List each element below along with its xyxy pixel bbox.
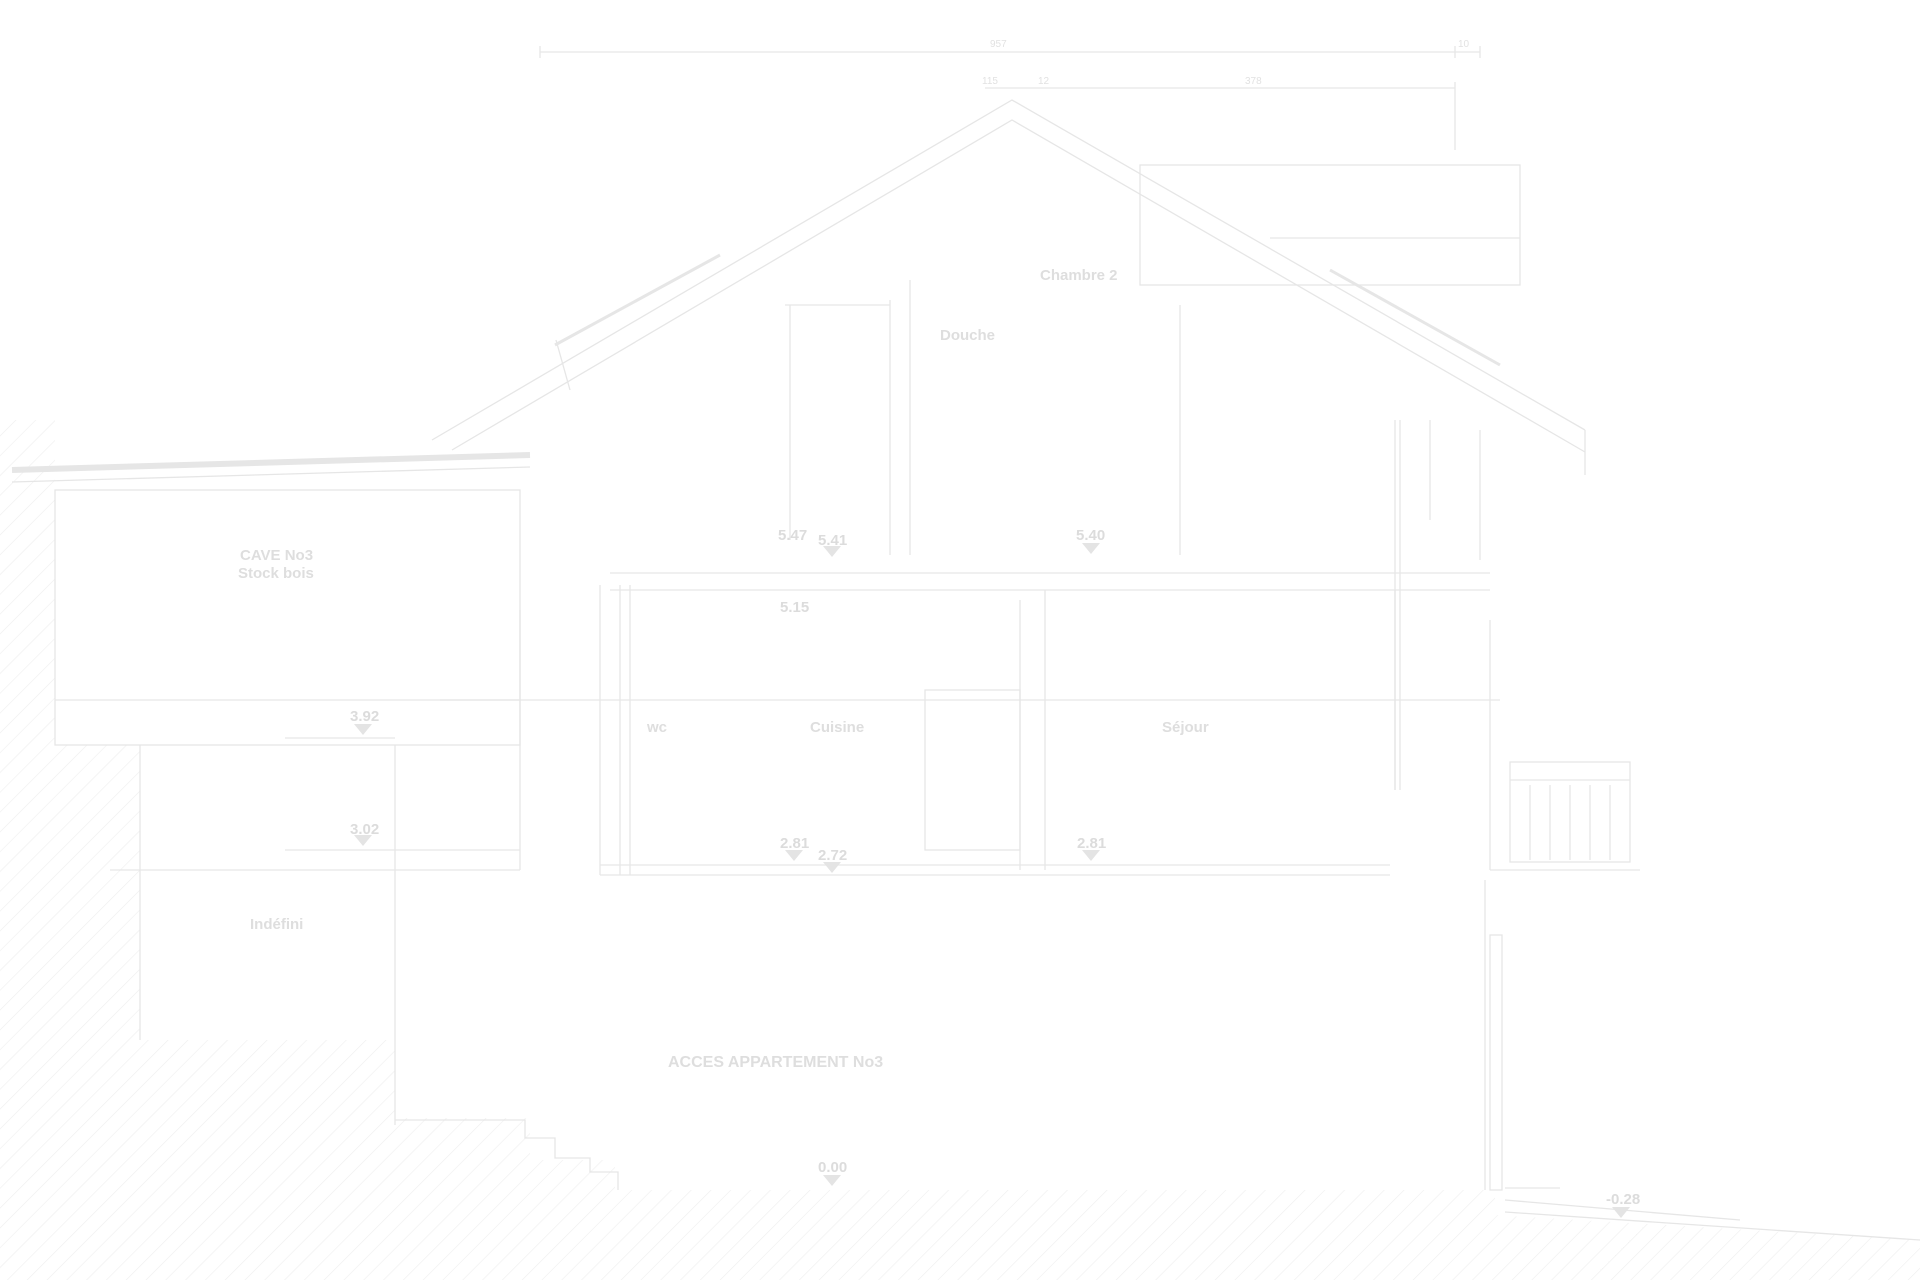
- room-label-sejour: Séjour: [1162, 719, 1209, 736]
- dimension-overall: 957: [990, 39, 1007, 50]
- level-0-00: 0.00: [818, 1159, 848, 1176]
- dimension-ridge-mid: 12: [1038, 76, 1050, 87]
- level-minus-0-28: -0.28: [1606, 1191, 1641, 1208]
- level-3-02: 3.02: [350, 821, 380, 838]
- level-marker-5-40: [1082, 543, 1100, 554]
- earth-hatching: [0, 420, 1920, 1280]
- room-label-cuisine: Cuisine: [810, 719, 865, 736]
- level-5-40: 5.40: [1076, 527, 1106, 544]
- room-label-indefini: Indéfini: [250, 916, 304, 933]
- level-5-47: 5.47: [778, 527, 808, 544]
- room-label-acces: ACCES APPARTEMENT No3: [668, 1054, 884, 1071]
- dimension-overall-end: 10: [1458, 39, 1470, 50]
- level-marker-2-81-b: [1082, 850, 1100, 861]
- construction-lines: [11, 46, 1920, 1241]
- level-2-72: 2.72: [818, 847, 848, 864]
- level-marker-0-00: [823, 1175, 841, 1186]
- level-2-81-b: 2.81: [1077, 835, 1107, 852]
- level-marker-5-41: [823, 546, 841, 557]
- room-label-cave-sub: Stock bois: [238, 565, 314, 582]
- room-label-cave: CAVE No3: [240, 547, 314, 564]
- dimension-ridge-right: 378: [1245, 76, 1262, 87]
- level-5-15: 5.15: [780, 599, 810, 616]
- room-label-chambre: Chambre 2: [1040, 267, 1118, 284]
- room-label-douche: Douche: [940, 327, 996, 344]
- room-label-wc: wc: [647, 719, 668, 736]
- level-2-81-a: 2.81: [780, 835, 810, 852]
- level-marker-minus-0-28: [1612, 1207, 1630, 1218]
- level-5-41: 5.41: [818, 532, 848, 549]
- dimension-ridge-left: 115: [982, 76, 998, 87]
- level-marker-3-92: [354, 724, 372, 735]
- level-marker-2-72: [823, 862, 841, 873]
- level-marker-2-81-a: [785, 850, 803, 861]
- level-3-92: 3.92: [350, 708, 380, 725]
- level-marker-3-02: [354, 835, 372, 846]
